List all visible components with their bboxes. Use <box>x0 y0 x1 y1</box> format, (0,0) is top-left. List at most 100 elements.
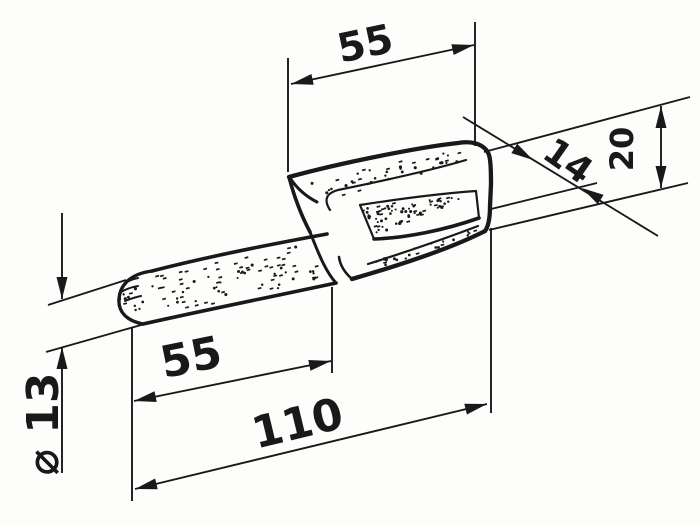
stipple-dot <box>257 286 262 290</box>
stipple-dot <box>446 154 449 157</box>
stipple-dot <box>415 252 420 255</box>
stipple-dot <box>233 262 238 265</box>
stipple-dot <box>258 269 263 273</box>
stipple-dot <box>433 203 438 207</box>
stipple-dot <box>314 265 319 268</box>
stipple-dot <box>400 170 404 174</box>
stipple-dot <box>391 202 396 205</box>
arrowhead-diameter-bottom <box>56 347 68 369</box>
stipple-dot <box>482 229 487 233</box>
stipple-dot <box>236 276 239 280</box>
stipple-dot <box>387 177 390 180</box>
arrowhead-flat-width-lower <box>582 188 604 205</box>
stipple-dot <box>278 274 283 277</box>
stipple-dot <box>179 282 184 286</box>
stipple-dot <box>413 210 418 213</box>
stipple-dot <box>362 209 365 212</box>
stipple-dot <box>160 286 165 289</box>
stipple-dot <box>287 246 292 250</box>
stipple-dot <box>399 167 402 170</box>
stipple-dot <box>204 301 209 305</box>
stipple-dot <box>141 300 145 304</box>
stipple-dot <box>309 270 312 273</box>
stipple-dot <box>434 246 438 249</box>
stipple-dot <box>367 215 372 218</box>
arrowhead-overall-right <box>464 403 487 415</box>
arrowhead-height-bottom <box>655 166 667 188</box>
stipple-dot <box>310 181 314 185</box>
handle-bottom-facet-line <box>366 224 480 266</box>
stipple-dot <box>264 265 269 268</box>
stipple-dot <box>260 283 264 286</box>
stipple-dot <box>375 217 378 220</box>
stipple-dot <box>246 268 251 272</box>
stipple-dot <box>312 272 315 275</box>
stipple-dot <box>292 264 297 268</box>
stipple-dot <box>442 152 445 155</box>
handle-bottom-edge <box>349 228 488 282</box>
stipple-dot <box>442 240 445 243</box>
stipple-dot <box>413 246 418 250</box>
stipple-dot <box>250 263 254 267</box>
stipple-dot <box>151 285 154 288</box>
stipple-dot <box>214 261 219 265</box>
stipple-dot <box>351 181 356 184</box>
stipple-dot <box>429 200 434 203</box>
arrowhead-top-length-right <box>451 44 474 55</box>
stipple-dot <box>176 300 179 304</box>
stipple-dot <box>375 231 378 234</box>
stipple-dot <box>155 274 160 278</box>
stipple-dot <box>385 228 389 232</box>
stipple-dot <box>384 263 387 267</box>
stipple-dot <box>395 258 399 262</box>
stipple-dot <box>361 168 366 172</box>
stipple-dot <box>418 211 422 215</box>
stipple-dot <box>284 271 287 274</box>
stipple-dot <box>210 302 215 305</box>
stipple-dot <box>215 286 218 289</box>
stipple-dot <box>269 266 274 269</box>
stipple-dot <box>194 304 199 307</box>
stipple-dot <box>382 256 387 260</box>
stipple-dot <box>314 276 319 279</box>
stipple-dot <box>384 207 387 210</box>
stipple-dot <box>269 287 274 290</box>
stipple-dot <box>281 263 286 267</box>
stipple-dot <box>335 178 340 182</box>
stipple-dot <box>406 220 411 223</box>
projection-line-lower <box>488 182 689 231</box>
stipple-dot <box>365 210 369 214</box>
arrowhead-overall-left <box>135 478 158 490</box>
stipple-dot <box>437 246 440 249</box>
stipple-dot <box>377 209 382 213</box>
stipple-dot <box>134 308 137 312</box>
stipple-dot <box>276 264 281 267</box>
stipple-dot <box>325 191 329 195</box>
handle-top-face-inner-line <box>325 158 468 212</box>
stipple-dot <box>432 166 435 169</box>
stipple-dot <box>404 257 407 260</box>
stipple-dot <box>392 257 396 261</box>
stipple-dot <box>468 232 471 235</box>
arrowheads <box>56 44 667 490</box>
stipple-dot <box>437 198 440 202</box>
stipple-dot <box>389 212 392 215</box>
stipple-dot <box>216 281 221 284</box>
handle-collar-curve <box>308 230 338 285</box>
stipple-dot <box>218 276 223 279</box>
arrowhead-shaft-length-left <box>134 391 157 402</box>
arrowhead-diameter-top <box>56 277 68 299</box>
stipple-dot <box>185 306 190 309</box>
stipple-dot <box>457 151 462 155</box>
stipple-dot <box>450 196 453 200</box>
stipple-dot <box>178 270 183 274</box>
arrowhead-top-length-left <box>291 74 314 85</box>
stipple-dot <box>376 212 380 216</box>
stipple-dot <box>385 170 389 174</box>
handle-left-edge <box>287 175 312 234</box>
stipple-dot <box>425 157 430 161</box>
dimension-line-flat-width <box>462 116 659 237</box>
stipple-dot <box>438 166 441 169</box>
stipple-dot <box>123 302 128 305</box>
